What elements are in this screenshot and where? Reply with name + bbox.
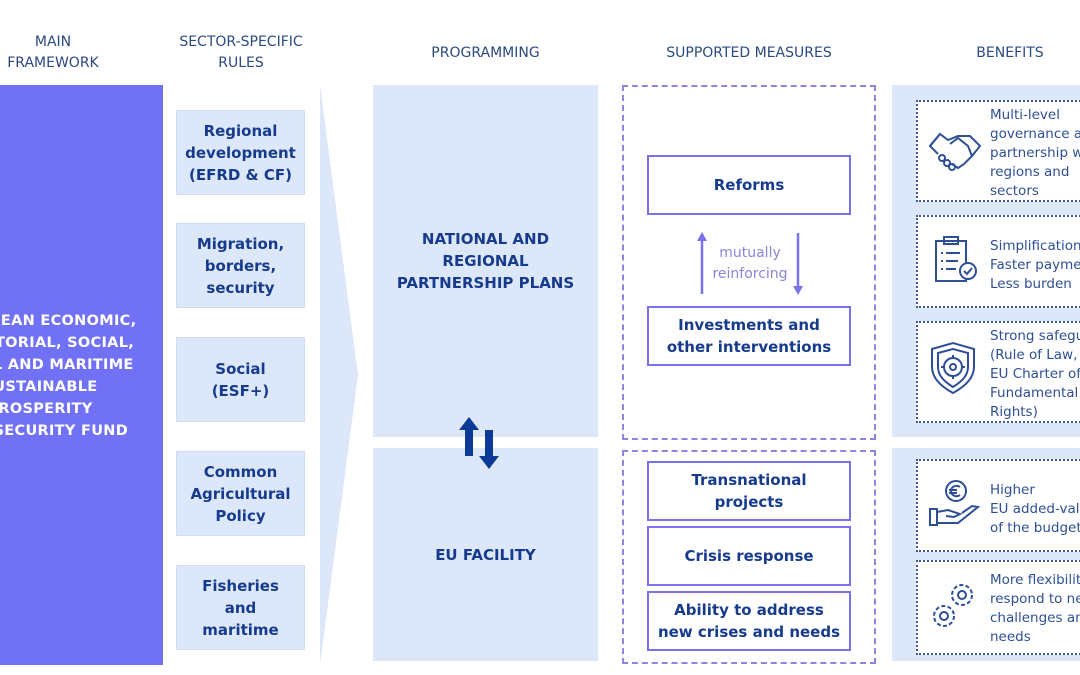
arrow-down-icon [793, 233, 803, 295]
benefit-flexibility: More flexibility to respond to new chall… [916, 560, 1080, 655]
benefit-added-value: Higher EU added-value of the budget [916, 459, 1080, 552]
clipboard-check-icon [935, 236, 977, 282]
measures-group-national [622, 85, 876, 440]
header-benefits: BENEFITS [976, 45, 1044, 61]
header-main-framework: MAIN FRAMEWORK [7, 34, 99, 71]
main-framework-block: EUROPEAN ECONOMIC, TERRITORIAL, SOCIAL, … [0, 85, 163, 665]
mutually-reinforcing-label: mutually reinforcing [712, 245, 788, 282]
header-supported-measures: SUPPORTED MEASURES [666, 45, 832, 61]
bidirectional-arrows-icon [459, 417, 499, 469]
header-programming: PROGRAMMING [431, 45, 540, 61]
sector-migration: Migration,borders,security [176, 223, 305, 308]
chevron-arrow-shape [320, 85, 358, 665]
benefit-safeguards: Strong safeguards (Rule of Law, EU Chart… [916, 321, 1080, 423]
measure-crisis-response: Crisis response [647, 526, 851, 586]
arrow-up-icon [697, 232, 707, 294]
measures-group-eu [622, 450, 876, 664]
benefit-simplification: Simplification Faster payments Less burd… [916, 215, 1080, 308]
euro-hand-icon [929, 480, 981, 526]
main-framework-title: EUROPEAN ECONOMIC, TERRITORIAL, SOCIAL, … [0, 313, 137, 439]
gears-icon [933, 584, 973, 627]
measure-reforms: Reforms [647, 155, 851, 215]
handshake-icon [928, 132, 982, 171]
eu-facility: EU FACILITY [373, 448, 598, 661]
header-sector-rules: SECTOR-SPECIFIC RULES [179, 34, 303, 71]
shield-icon [931, 341, 975, 395]
sector-social: Social(ESF+) [176, 337, 305, 422]
benefit-governance: Multi-level governance and partnership w… [916, 100, 1080, 202]
